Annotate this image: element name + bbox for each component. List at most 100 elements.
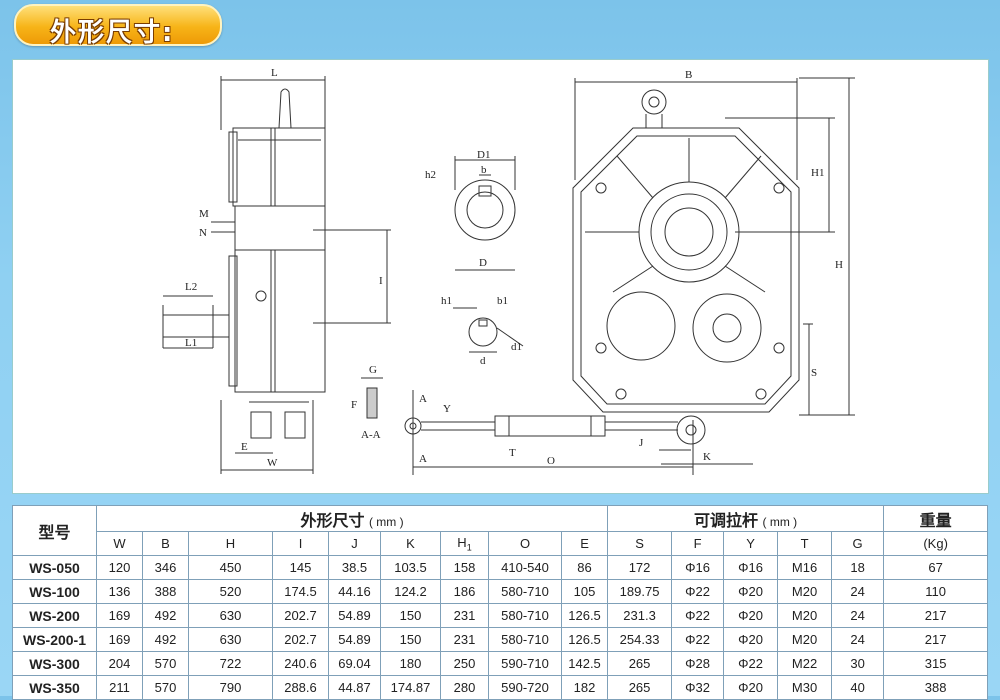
table-cell: 110 xyxy=(883,579,989,604)
table-cell: 174.5 xyxy=(272,579,329,604)
table-cell: 186 xyxy=(440,579,489,604)
column-header: K xyxy=(380,531,441,556)
table-cell: 86 xyxy=(560,555,609,580)
column-header: E xyxy=(560,531,609,556)
table-cell: 150 xyxy=(380,627,441,652)
model-cell: WS-200 xyxy=(12,603,97,628)
table-cell: 142.5 xyxy=(560,651,609,676)
model-cell: WS-200-1 xyxy=(12,627,97,652)
header-tie-rod-label: 可调拉杆 xyxy=(694,512,759,530)
table-cell: 202.7 xyxy=(272,627,329,652)
dim-label-W: W xyxy=(267,457,278,469)
column-header: S xyxy=(607,531,673,556)
dim-label-L1: L1 xyxy=(185,337,197,349)
table-cell: Φ20 xyxy=(723,627,779,652)
column-header: B xyxy=(142,531,189,556)
dim-label-L2: L2 xyxy=(185,281,197,293)
header-model: 型号 xyxy=(12,505,97,556)
table-cell: 590-710 xyxy=(488,651,562,676)
table-cell: 240.6 xyxy=(272,651,329,676)
header-dimensions-label: 外形尺寸 xyxy=(300,512,365,530)
table-cell: 105 xyxy=(560,579,609,604)
table-cell: Φ22 xyxy=(671,627,725,652)
dim-label-B: B xyxy=(685,69,692,81)
table-cell: 580-710 xyxy=(488,579,562,604)
dim-label-D1: D1 xyxy=(477,149,490,161)
dim-label-L: L xyxy=(271,67,278,79)
table-cell: M16 xyxy=(777,555,833,580)
table-cell: 169 xyxy=(96,603,143,628)
dim-label-E: E xyxy=(241,441,248,453)
table-cell: 24 xyxy=(831,603,885,628)
table-cell: 388 xyxy=(142,579,189,604)
dim-label-H1: H1 xyxy=(811,167,824,179)
table-cell: M22 xyxy=(777,651,833,676)
table-cell: 520 xyxy=(188,579,273,604)
table-cell: 315 xyxy=(883,651,989,676)
table-cell: M20 xyxy=(777,627,833,652)
table-cell: Φ20 xyxy=(723,579,779,604)
dim-label-A-top: A xyxy=(419,393,427,405)
dim-label-O: O xyxy=(547,455,555,467)
table-cell: 492 xyxy=(142,627,189,652)
table-cell: 30 xyxy=(831,651,885,676)
header-tie-rod-unit: ( mm ) xyxy=(762,514,798,529)
dim-label-K: K xyxy=(703,451,711,463)
header-weight: 重量 xyxy=(883,505,989,532)
table-cell: 18 xyxy=(831,555,885,580)
table-cell: 204 xyxy=(96,651,143,676)
adjustable-tie-rod xyxy=(404,390,694,475)
table-cell: 217 xyxy=(883,627,989,652)
table-cell: 126.5 xyxy=(560,627,609,652)
table-cell: 54.89 xyxy=(328,627,381,652)
header-tie-rod: 可调拉杆 ( mm ) xyxy=(607,505,885,532)
table-cell: 145 xyxy=(272,555,329,580)
column-header: F xyxy=(671,531,725,556)
column-header: W xyxy=(96,531,143,556)
table-cell: 231.3 xyxy=(607,603,673,628)
dim-label-h1: h1 xyxy=(441,295,452,307)
table-cell: 231 xyxy=(440,603,489,628)
table-cell: Φ22 xyxy=(723,651,779,676)
table-cell: 630 xyxy=(188,627,273,652)
table-cell: 254.33 xyxy=(607,627,673,652)
table-cell: Φ22 xyxy=(671,603,725,628)
table-cell: 410-540 xyxy=(488,555,562,580)
table-cell: 54.89 xyxy=(328,603,381,628)
table-cell: 580-710 xyxy=(488,603,562,628)
column-header: Y xyxy=(723,531,779,556)
front-view xyxy=(572,77,855,465)
table-cell: 722 xyxy=(188,651,273,676)
table-cell: 150 xyxy=(380,603,441,628)
column-header: (Kg) xyxy=(883,531,989,556)
side-view xyxy=(162,76,391,474)
dim-label-G: G xyxy=(369,364,377,376)
table-cell: 346 xyxy=(142,555,189,580)
table-cell: 120 xyxy=(96,555,143,580)
technical-drawing-panel: L M N I L2 L1 E W G F A-A D1 h2 b D h1 b… xyxy=(12,59,989,494)
table-cell: 158 xyxy=(440,555,489,580)
table-cell: 570 xyxy=(142,651,189,676)
table-cell: 250 xyxy=(440,651,489,676)
table-cell: Φ20 xyxy=(723,603,779,628)
column-header: G xyxy=(831,531,885,556)
dim-label-d1: d1 xyxy=(511,341,522,353)
table-cell: 44.16 xyxy=(328,579,381,604)
table-cell: 265 xyxy=(607,651,673,676)
dim-label-d: d xyxy=(480,355,486,367)
dim-label-b1: b1 xyxy=(497,295,508,307)
table-cell: 124.2 xyxy=(380,579,441,604)
model-cell: WS-050 xyxy=(12,555,97,580)
model-cell: WS-100 xyxy=(12,579,97,604)
model-cell: WS-300 xyxy=(12,651,97,676)
dim-label-I: I xyxy=(379,275,383,287)
table-cell: 180 xyxy=(380,651,441,676)
shaft-key-detail xyxy=(454,156,516,271)
